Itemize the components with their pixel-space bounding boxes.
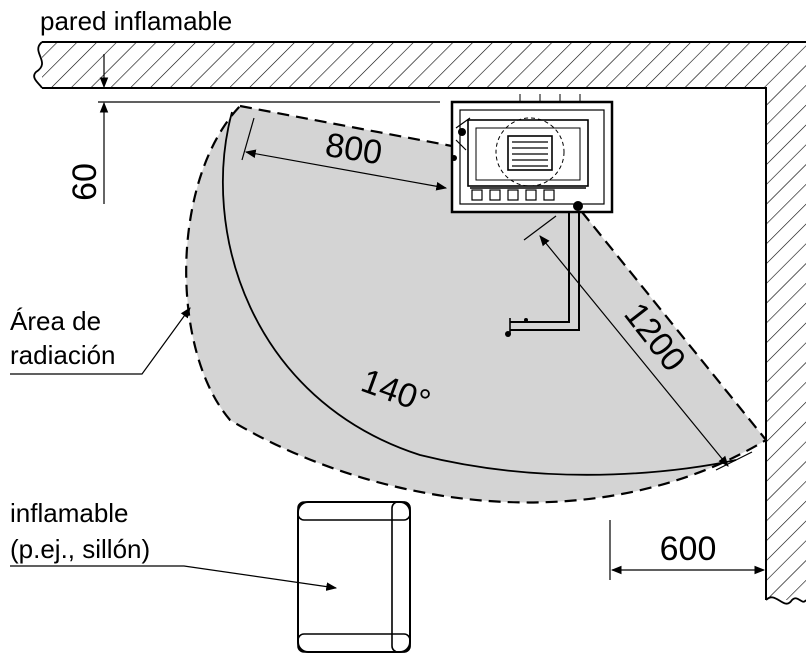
angle-arc <box>222 111 737 476</box>
flammable-wall <box>33 41 806 605</box>
side-distance-dimension <box>241 117 448 191</box>
front-distance-dimension <box>523 215 753 471</box>
wall-label: pared inflamable <box>40 6 232 36</box>
side-distance-value: 800 <box>323 126 385 172</box>
radiation-label-line2: radiación <box>10 340 116 370</box>
wall-gap-value: 60 <box>66 163 104 201</box>
radiation-label-line1: Área de <box>10 306 101 336</box>
object-label-line2: (p.ej., sillón) <box>10 534 150 564</box>
right-wall-dimension <box>609 520 766 580</box>
object-leader <box>10 565 338 591</box>
stove-unit <box>450 94 614 214</box>
right-wall-value: 600 <box>660 530 717 568</box>
radiation-leader <box>10 307 191 375</box>
wall-gap-dimension <box>98 54 440 204</box>
object-label-line1: inflamable <box>10 498 129 528</box>
armchair <box>297 501 411 653</box>
